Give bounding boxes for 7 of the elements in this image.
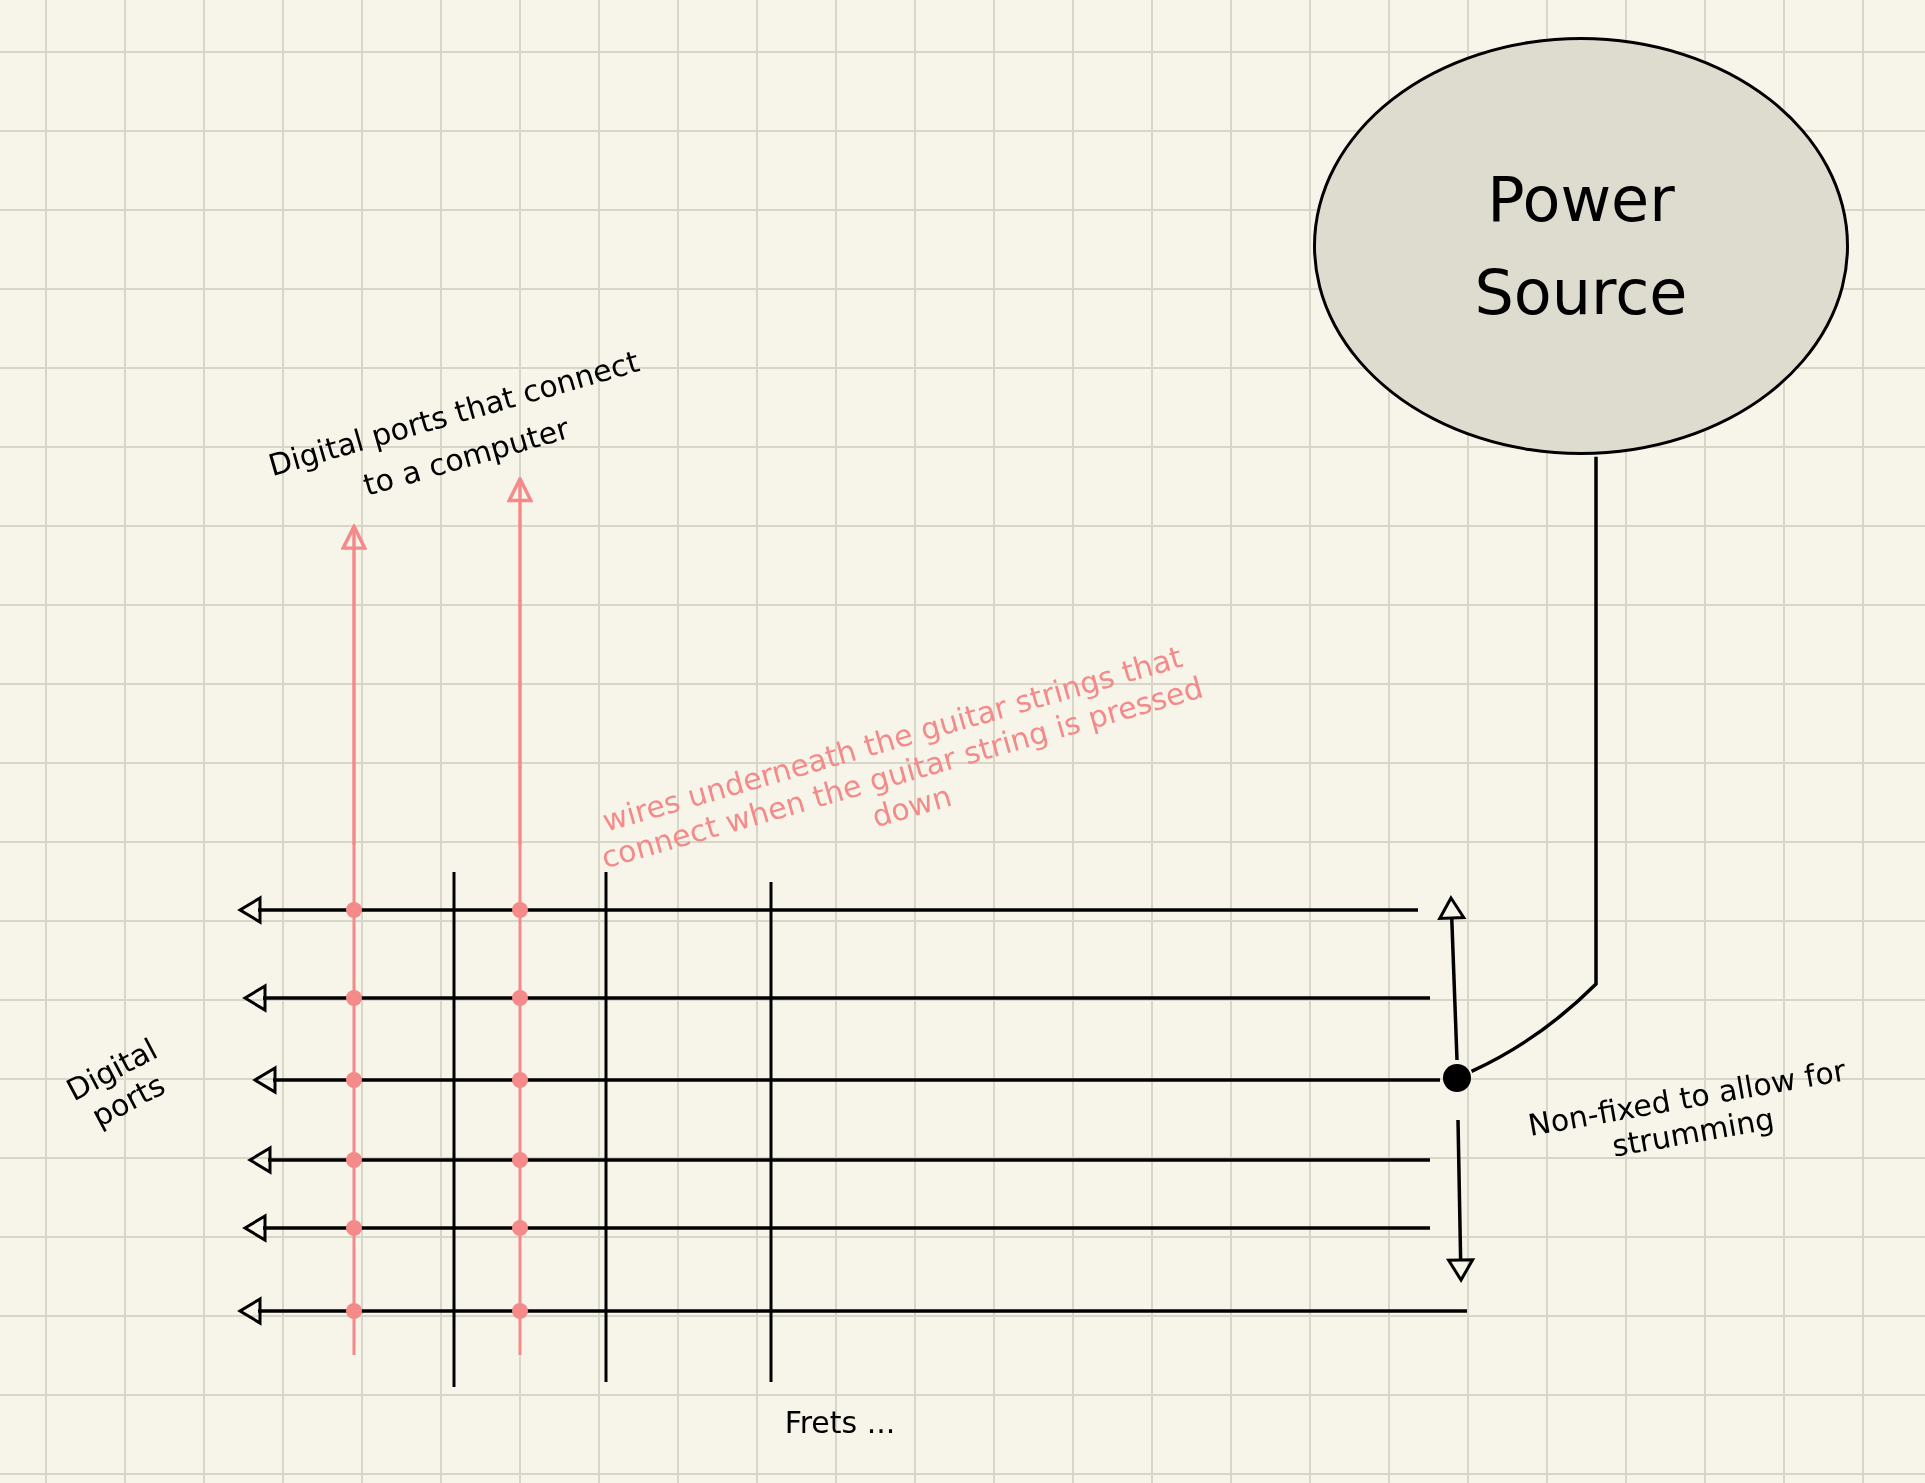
junction-dot [1443, 1064, 1471, 1092]
node-title: Power Source [1473, 162, 1689, 331]
arrow [507, 477, 533, 845]
strumming-note: Non-fixed to allow for strumming [1524, 1051, 1850, 1166]
arrow [341, 524, 367, 845]
frets-label: Frets ... [783, 1405, 897, 1440]
connector-line [1470, 456, 1598, 1073]
